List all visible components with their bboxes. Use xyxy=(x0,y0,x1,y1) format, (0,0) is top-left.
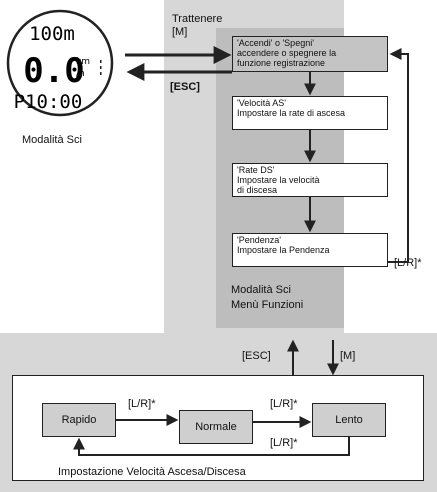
watch-display: 100m 0.0 km /h P10:00 xyxy=(6,9,114,117)
watch-unit-h: /h xyxy=(76,69,85,79)
speed-option-lento: Lento xyxy=(312,403,386,437)
panel-title-line2: Menù Funzioni xyxy=(231,298,304,311)
watch-time-text: P10:00 xyxy=(14,91,83,113)
m-transition-label: [M] xyxy=(340,350,356,362)
menu-item-desc: funzione registrazione xyxy=(237,57,326,68)
watch-altitude-text: 100m xyxy=(29,23,75,45)
esc-transition-label: [ESC] xyxy=(242,350,271,362)
lr-label-normale-lento: [L/R]* xyxy=(270,398,298,410)
menu-item-desc: Impostare la velocità xyxy=(237,174,320,185)
hold-key-label: [M] xyxy=(172,26,188,38)
lr-label-lento-rapido: [L/R]* xyxy=(270,437,298,449)
hold-label: Trattenere xyxy=(172,13,223,25)
watch-caption: Modalità Sci xyxy=(22,134,82,146)
menu-item-desc: Impostare la rate di ascesa xyxy=(237,107,346,118)
lr-key-label-menu: [L/R]* xyxy=(394,257,422,269)
esc-key-label: [ESC] xyxy=(170,81,200,93)
menu-item-title: 'Rate DS' xyxy=(237,165,275,175)
menu-item-title: 'Accendi' o 'Spegni' xyxy=(237,38,314,48)
watch-signal-icon xyxy=(100,60,102,75)
speed-option-rapido: Rapido xyxy=(42,403,116,437)
panel-title: Modalità Sci Menù Funzioni xyxy=(231,283,303,313)
menu-loop-arrow xyxy=(388,48,409,263)
menu-item-desc: di discesa xyxy=(237,184,278,195)
menu-item-rate-ds: 'Rate DS' Impostare la velocità di disce… xyxy=(232,163,388,197)
watch-speed-text: 0.0 xyxy=(23,51,84,91)
panel-title-line1: Modalità Sci xyxy=(231,284,291,296)
speed-settings-caption: Impostazione Velocità Ascesa/Discesa xyxy=(58,466,246,478)
menu-item-title: 'Pendenza' xyxy=(237,235,281,245)
menu-item-desc: Impostare la Pendenza xyxy=(237,244,330,255)
menu-item-title: 'Velocità AS' xyxy=(237,98,286,108)
menu-item-desc: accendere o spegnere la xyxy=(237,47,337,58)
lr-label-rapido-normale: [L/R]* xyxy=(128,398,156,410)
menu-item-accendi: 'Accendi' o 'Spegni' accendere o spegner… xyxy=(232,36,388,72)
speed-option-normale: Normale xyxy=(179,410,253,444)
watch-unit-km: km xyxy=(76,57,90,67)
menu-item-pendenza: 'Pendenza' Impostare la Pendenza xyxy=(232,233,388,267)
menu-item-velocita-as: 'Velocità AS' Impostare la rate di asces… xyxy=(232,96,388,130)
